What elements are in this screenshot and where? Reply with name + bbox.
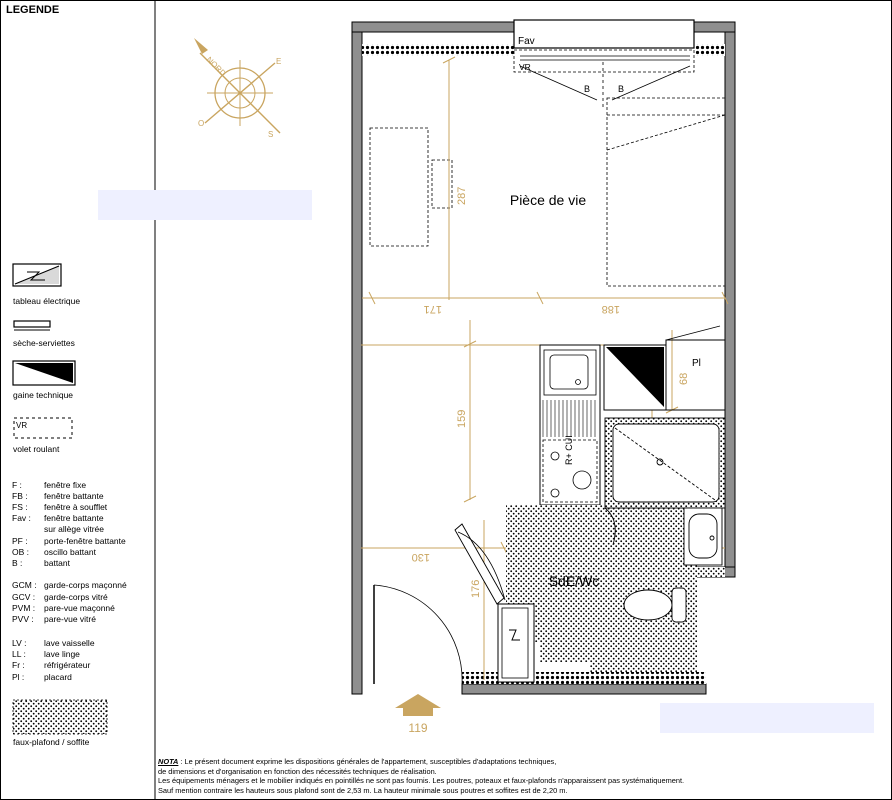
footnote-line: de dimensions et d'organisation en fonct… xyxy=(158,766,437,776)
kitchen-unit xyxy=(539,344,601,506)
washbasin xyxy=(683,507,723,566)
towel-dryer-icon xyxy=(13,320,51,331)
window-leaf-left-label: B xyxy=(584,84,590,94)
dim-kitchen-depth: 159 xyxy=(456,410,468,428)
placard xyxy=(665,325,726,411)
bed xyxy=(606,97,726,287)
legend-label-faux-plafond: faux-plafond / soffite xyxy=(13,737,90,747)
dim-entry-width: 130 xyxy=(412,551,430,563)
legend-abbr-row: Fr :réfrigérateur xyxy=(12,660,91,670)
window-leaf-right-label: B xyxy=(618,84,624,94)
compass-south: S xyxy=(268,130,273,139)
rolling-shutter-icon xyxy=(13,417,73,439)
dim-living-depth: 287 xyxy=(456,187,468,205)
legend-abbr-row: PF :porte-fenêtre battante xyxy=(12,536,126,546)
footnote-label: NOTA xyxy=(158,757,179,766)
wall-hatch-band xyxy=(362,44,514,56)
legend-abbr-row: LV :lave vaisselle xyxy=(12,638,95,648)
bathroom-door xyxy=(454,523,506,605)
wall-hatch-band xyxy=(694,44,725,56)
shower xyxy=(604,417,726,546)
dim-desk-width: 171 xyxy=(424,303,442,315)
entry-number: 119 xyxy=(408,721,427,735)
footnote: NOTA : Le présent document exprime les d… xyxy=(158,757,858,795)
technical-duct xyxy=(603,344,667,411)
footnote-line: Sauf mention contraire les hauteurs sous… xyxy=(158,785,568,795)
legend-abbr-row: PVV :pare-vue vitré xyxy=(12,614,96,624)
bathroom-ceiling-hatch xyxy=(590,640,697,672)
entry-arrow-icon xyxy=(395,694,441,716)
faux-plafond-swatch xyxy=(12,699,108,735)
footnote-line: Les équipements ménagers et le mobilier … xyxy=(158,776,685,786)
legend-abbr-row: OB :oscillo battant xyxy=(12,547,96,557)
legend-abbr-row: Fav :fenêtre battante xyxy=(12,513,104,523)
entry-electrical-panel xyxy=(497,603,535,683)
window-label: Fav xyxy=(518,36,535,47)
legend-abbr-row: FB :fenêtre battante xyxy=(12,491,104,501)
legend-abbr-row: GCM :garde-corps maçonné xyxy=(12,580,127,590)
north-arrow-icon xyxy=(194,38,208,54)
dim-placard-depth: 68 xyxy=(678,373,690,385)
compass-north: NORD xyxy=(205,55,228,78)
legend-abbr-row: GCV :garde-corps vitré xyxy=(12,592,108,602)
room-bath-label: SdE/Wc xyxy=(549,573,600,589)
legend-abbr-row: LL :lave linge xyxy=(12,649,80,659)
placard-label: Pl xyxy=(692,358,701,369)
redacted-area xyxy=(660,703,874,733)
legend-label-towel-dryer: sèche-serviettes xyxy=(13,338,75,348)
rolling-shutter-symbol-text: VR xyxy=(16,421,27,430)
legend-label-electrical-panel: tableau électrique xyxy=(13,296,81,306)
footnote-line: : Le présent document exprime les dispos… xyxy=(178,757,557,766)
bathroom-ceiling-hatch xyxy=(506,505,697,642)
redacted-area xyxy=(98,190,312,220)
cooktop-label: R+ CUI xyxy=(564,435,574,465)
shutter-label: VR xyxy=(519,62,531,72)
compass-west: O xyxy=(198,119,204,128)
toilet xyxy=(623,587,687,623)
electrical-panel-icon xyxy=(12,263,62,287)
legend-abbr-row: B :battant xyxy=(12,558,70,568)
dim-bed-width: 188 xyxy=(602,303,620,315)
room-living-label: Pièce de vie xyxy=(510,192,586,208)
compass-east: E xyxy=(276,57,281,66)
legend-abbr-row: PVM :pare-vue maçonné xyxy=(12,603,115,613)
desk xyxy=(369,127,453,247)
dim-entry-depth: 176 xyxy=(470,580,482,598)
technical-duct-icon xyxy=(12,360,76,386)
legend-label-rolling-shutter: volet roulant xyxy=(13,444,60,454)
legend-abbr-row: sur allège vitrée xyxy=(44,524,105,534)
legend-abbr-row: Pl :placard xyxy=(12,672,72,682)
legend-abbr-row: FS :fenêtre à soufflet xyxy=(12,502,108,512)
legend-title: LEGENDE xyxy=(6,4,60,16)
window-fav xyxy=(513,19,695,110)
legend-label-technical-duct: gaine technique xyxy=(13,390,74,400)
legend-abbr-row: F :fenêtre fixe xyxy=(12,480,87,490)
compass-rose xyxy=(199,52,281,134)
entry-door xyxy=(373,584,463,685)
